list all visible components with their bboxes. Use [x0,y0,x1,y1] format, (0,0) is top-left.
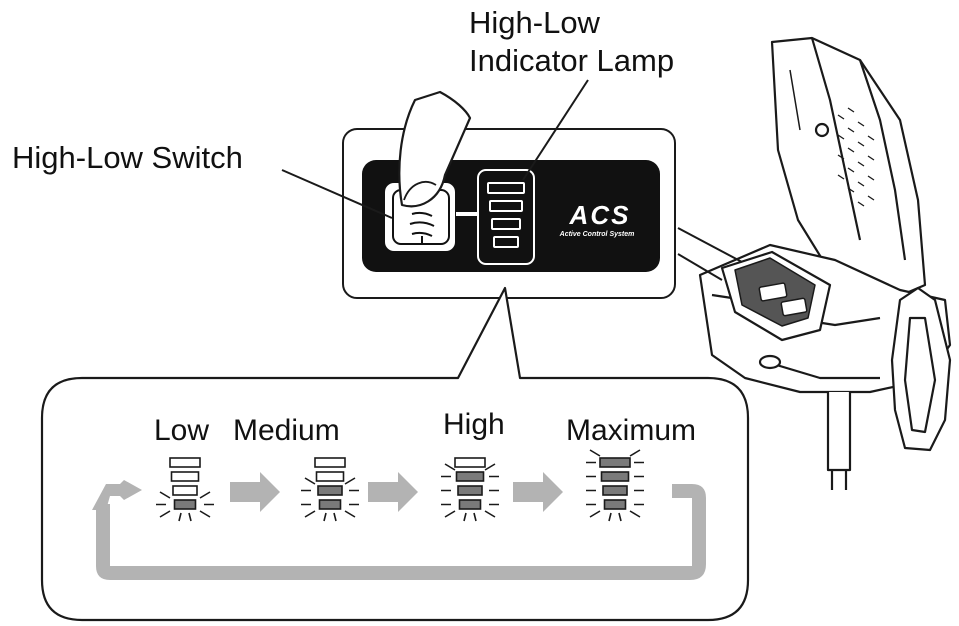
lamp-stack-high [441,457,499,522]
lamp-segment [317,485,343,496]
switch-leader [281,169,393,219]
level-label-maximum: Maximum [566,414,696,447]
lamp-leader [522,79,589,181]
lamp-segment [455,471,485,482]
lamp-segment [457,485,483,496]
level-bubble [40,286,750,622]
lamp-stack-low [156,457,214,522]
lamp-segment [599,457,631,468]
lamp-glow-rays [586,449,644,522]
return-loop-arrow [96,484,706,580]
step-arrow-3 [513,472,563,512]
lamp-segment [173,499,197,510]
lamp-segment [603,499,627,510]
lamp-segment [602,485,628,496]
switch-callout: High-Low Switch [12,140,243,175]
lamp-segment [458,499,482,510]
lamp-callout-line2: Indicator Lamp [469,43,674,78]
level-label-high: High [443,408,505,441]
lamp-glow-rays [301,477,359,522]
lamp-stack-maximum [586,449,644,522]
panel-brand-subtitle: Active Control System [559,231,635,238]
panel-lamp-segments [487,182,525,248]
panel-brand: ACS [569,200,631,230]
tool-callout-leader [677,227,743,281]
level-label-low: Low [154,414,209,447]
level-label-medium: Medium [233,414,340,447]
drill-bit-icon [409,211,435,244]
lamp-stack-medium [301,457,359,522]
lamp-glow-rays [441,463,499,522]
lamp-segment [454,457,486,468]
step-arrow-1 [230,472,280,512]
lamp-segment [169,457,201,468]
leader-lines [281,79,589,219]
step-arrow-2 [368,472,418,512]
lamp-callout-line1: High-Low [469,5,601,40]
lamp-segment [170,471,200,482]
finger [398,90,472,208]
tool-illustration [698,36,952,490]
lamp-glow-rays [156,491,214,522]
cycle-arrows [92,472,706,580]
lamp-segment [314,457,346,468]
grip-texture [837,107,875,207]
lamp-segment [315,471,345,482]
lamp-segment [172,485,198,496]
level-indicators [156,449,644,522]
lamp-segment [318,499,342,510]
lamp-segment [600,471,630,482]
